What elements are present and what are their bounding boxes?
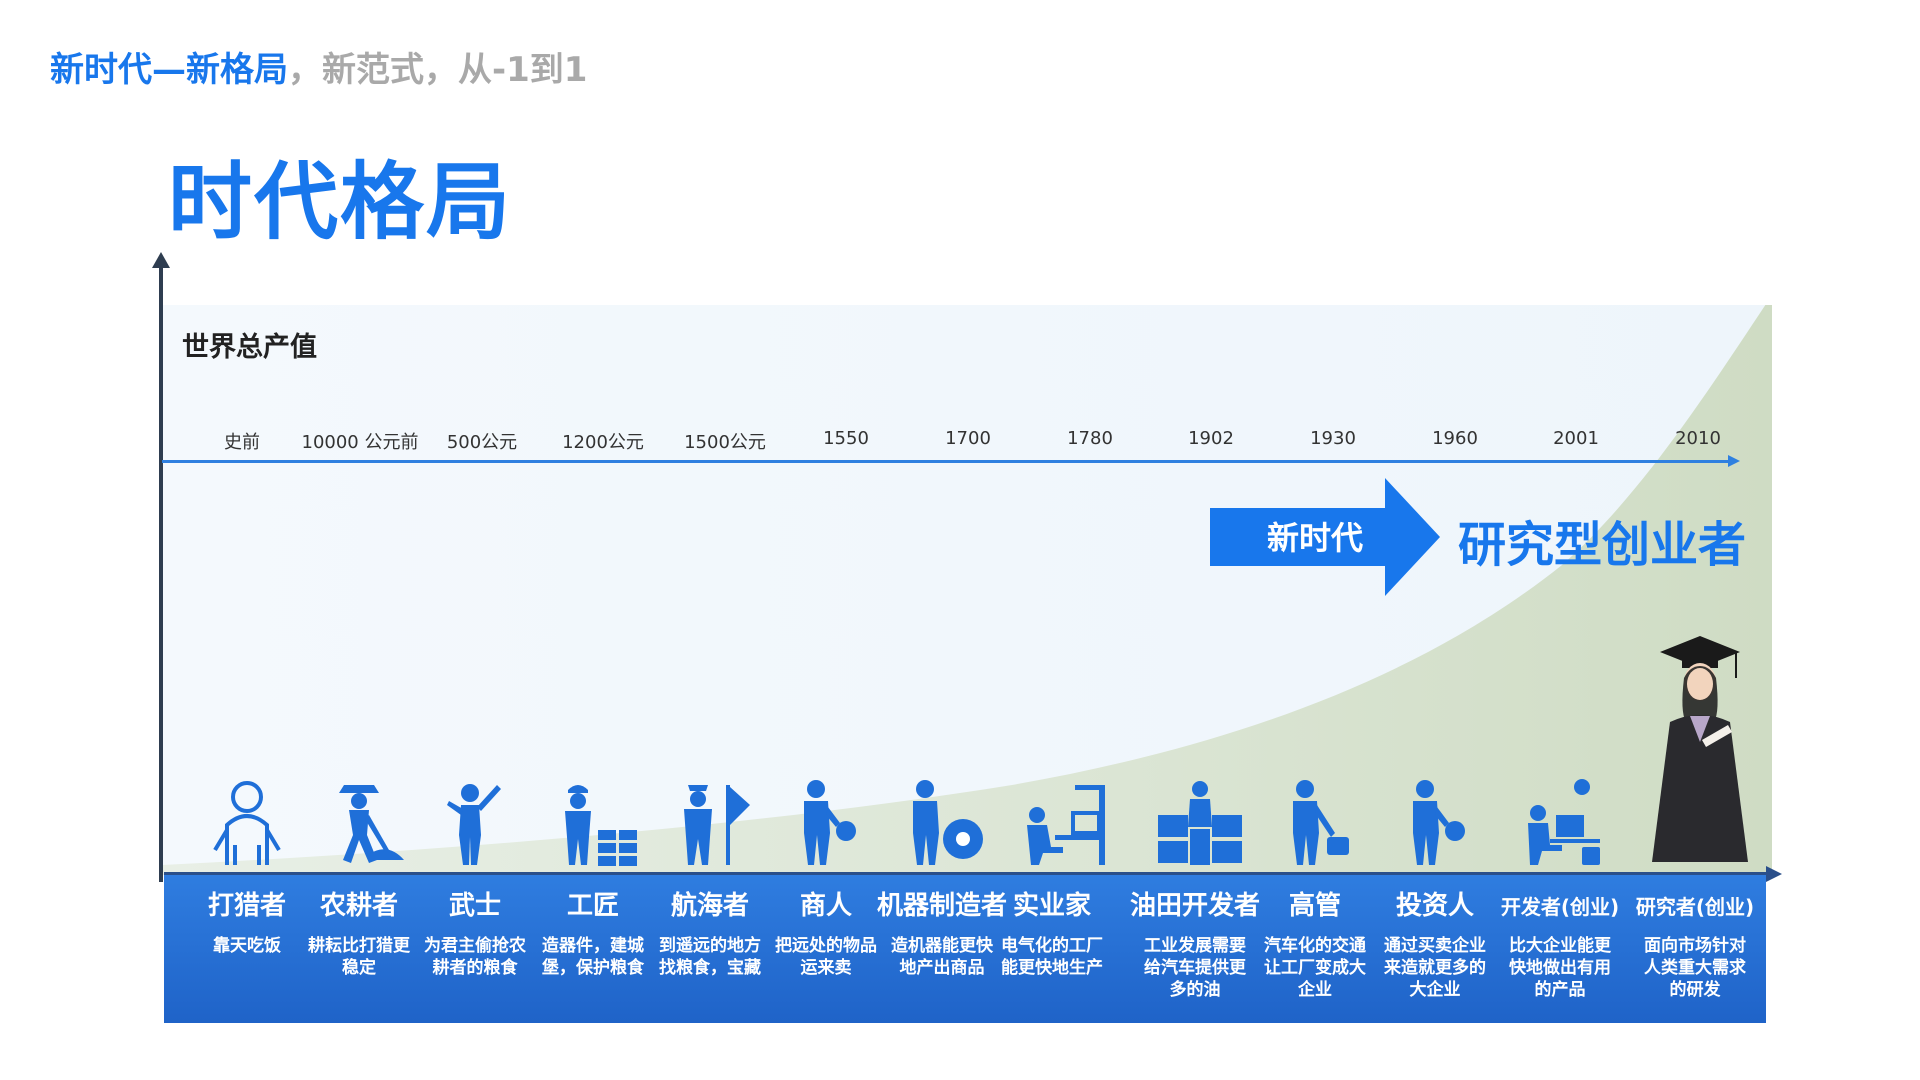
new-era-arrow-icon — [1210, 478, 1440, 596]
timeline-label: 2001 — [1553, 428, 1599, 449]
y-axis-arrow-icon — [152, 252, 170, 268]
timeline-label: 1500公元 — [684, 432, 766, 453]
role-description: 为君主偷抢农耕者的粮食 — [424, 936, 526, 978]
timeline-label: 10000 公元前 — [301, 432, 419, 453]
timeline-label: 1200公元 — [562, 432, 644, 453]
role-description: 通过买卖企业来造就更多的大企业 — [1384, 936, 1486, 1000]
timeline-label: 1700 — [945, 428, 991, 449]
header-highlight: 新时代—新格局 — [50, 50, 288, 90]
header-line: 新时代—新格局，新范式，从-1到1 — [50, 42, 587, 91]
role-title: 航海者 — [670, 891, 749, 921]
page-title: 时代格局 — [168, 153, 513, 251]
y-axis — [159, 262, 163, 882]
navigator-icon — [684, 785, 750, 865]
machine-maker-icon — [913, 780, 983, 865]
role-title: 工匠 — [566, 891, 619, 921]
craftsman-icon — [565, 785, 637, 866]
oil-developer-icon — [1158, 781, 1242, 865]
role-title: 商人 — [799, 891, 852, 921]
roles-axis — [164, 872, 1770, 875]
role-title: 研究者(创业) — [1635, 895, 1755, 919]
industrialist-icon — [1027, 785, 1105, 865]
roles-axis-arrow-icon — [1766, 866, 1782, 882]
timeline-label: 1960 — [1432, 428, 1478, 449]
role-title: 农耕者 — [319, 891, 398, 921]
timeline-label: 史前 — [224, 432, 260, 453]
new-era-label: 新时代 — [1266, 519, 1363, 557]
timeline-label: 1902 — [1188, 428, 1234, 449]
developer-icon — [1528, 779, 1600, 865]
role-title: 投资人 — [1395, 891, 1474, 921]
timeline-label: 1930 — [1310, 428, 1356, 449]
role-description: 靠天吃饭 — [213, 936, 281, 956]
role-description: 面向市场针对人类重大需求的研发 — [1644, 936, 1746, 1000]
role-title: 实业家 — [1012, 891, 1091, 921]
timeline-label: 500公元 — [446, 432, 518, 453]
role-title: 武士 — [448, 891, 501, 921]
header-rest: ，新范式，从-1到1 — [288, 50, 588, 90]
role-description: 造机器能更快地产出商品 — [891, 936, 993, 978]
farmer-icon — [339, 785, 404, 863]
role-description: 到遥远的地方找粮食，宝藏 — [659, 936, 761, 978]
role-description: 工业发展需要给汽车提供更多的油 — [1144, 936, 1246, 1000]
role-title: 油田开发者 — [1129, 891, 1260, 921]
hunter-icon — [213, 781, 281, 865]
role-description: 比大企业能更快地做出有用的产品 — [1509, 936, 1611, 1000]
role-description: 把远处的物品运来卖 — [775, 936, 877, 978]
warrior-icon — [447, 784, 501, 865]
role-title: 打猎者 — [207, 891, 286, 921]
timeline-label: 2010 — [1675, 428, 1721, 449]
graduate-icon — [1652, 636, 1748, 862]
role-description: 电气化的工厂能更快地生产 — [1001, 936, 1103, 978]
timeline-label: 1780 — [1067, 428, 1113, 449]
researcher-founder-label: 研究型创业者 — [1458, 517, 1747, 573]
role-description: 耕耘比打猎更稳定 — [308, 936, 410, 978]
timeline-label: 1550 — [823, 428, 869, 449]
executive-icon — [1293, 780, 1349, 865]
role-title: 高管 — [1288, 891, 1341, 921]
timeline-axis — [162, 460, 1732, 463]
growth-curve-area — [162, 305, 1772, 875]
role-description: 造器件，建城堡，保护粮食 — [542, 936, 644, 978]
timeline-arrow-icon — [1728, 455, 1740, 467]
investor-icon — [1413, 780, 1465, 865]
role-description: 汽车化的交通让工厂变成大企业 — [1264, 936, 1366, 1000]
roles-band — [164, 875, 1766, 1023]
merchant-icon — [804, 780, 856, 865]
y-axis-label: 世界总产值 — [182, 332, 317, 363]
role-title: 开发者(创业) — [1500, 895, 1620, 919]
role-title: 机器制造者 — [876, 891, 1007, 921]
